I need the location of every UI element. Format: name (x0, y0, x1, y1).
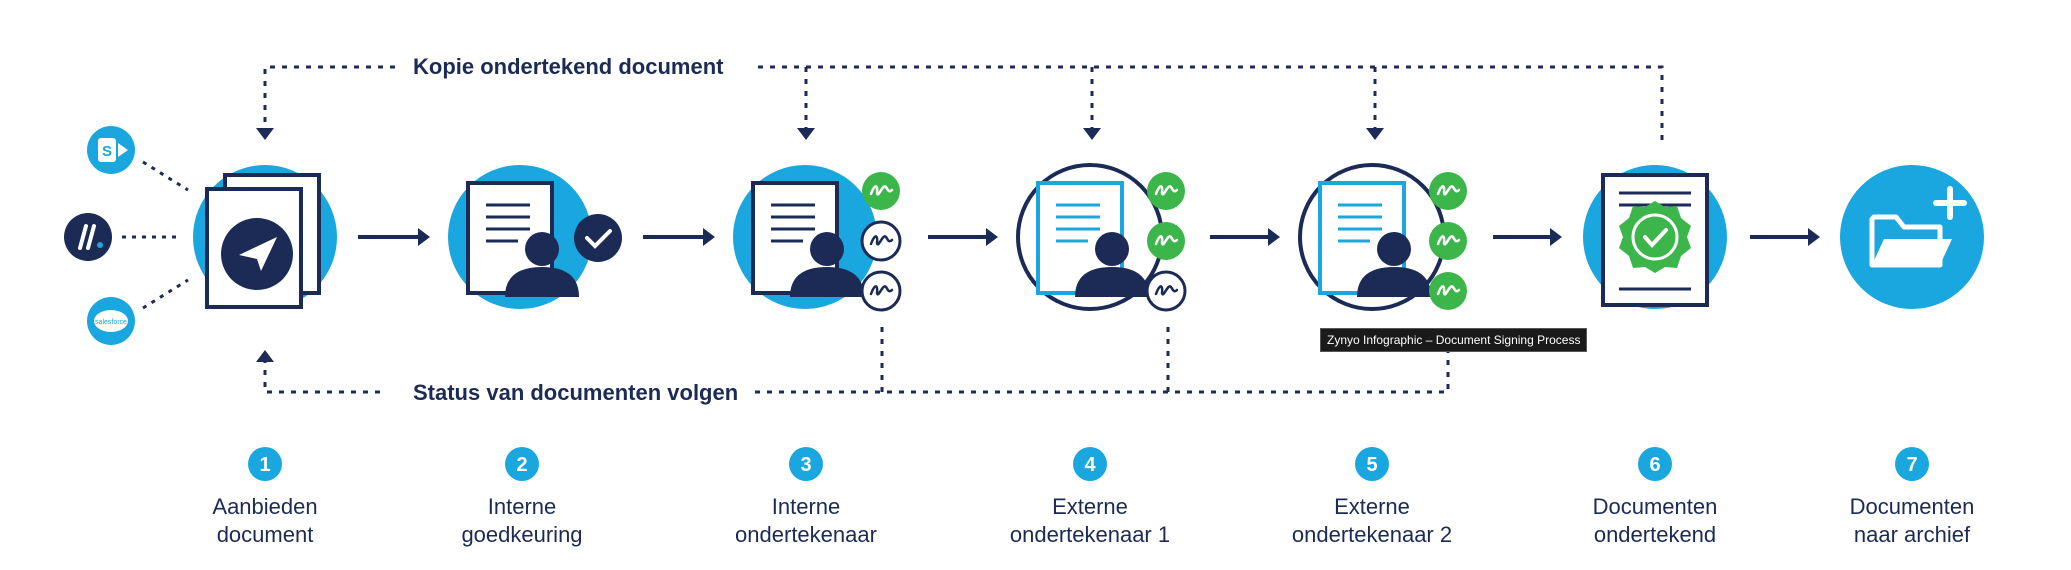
step-2-label-line2: goedkeuring (461, 522, 582, 547)
step-3-icon (733, 165, 902, 312)
step-5-label-line2: ondertekenaar 2 (1292, 522, 1452, 547)
step-1: 1 Aanbieden document (212, 447, 318, 547)
step-7-number: 7 (1906, 454, 1917, 476)
step-3-label-line1: Interne (772, 494, 841, 519)
step-7-label-line2: naar archief (1854, 522, 1971, 547)
salesforce-icon: salesforce (87, 297, 135, 345)
step-7: 7 Documenten naar archief (1850, 447, 1975, 547)
status-tracking-flow: Status van documenten volgen (256, 325, 1450, 405)
step-arrows (358, 228, 1820, 246)
copy-flow-label: Kopie ondertekend document (413, 54, 724, 79)
step-1-label-line2: document (217, 522, 314, 547)
step-7-number-badge (1895, 447, 1929, 481)
step-3-number: 3 (800, 454, 811, 476)
step-1-number-badge (248, 447, 282, 481)
sharepoint-icon: S (87, 126, 135, 174)
step-4: 4 Externe ondertekenaar 1 (1010, 447, 1170, 547)
source-integrations: S salesforce (64, 126, 189, 345)
step-6-label-line2: ondertekend (1594, 522, 1716, 547)
step-5-number-badge (1355, 447, 1389, 481)
step-4-label-line1: Externe (1052, 494, 1128, 519)
step-4-label-line2: ondertekenaar 1 (1010, 522, 1170, 547)
step-3: 3 Interne ondertekenaar (735, 447, 877, 547)
step-4-number-badge (1073, 447, 1107, 481)
step-7-icon (1840, 165, 1984, 309)
step-2-number-badge (505, 447, 539, 481)
step-1-icon (193, 165, 337, 309)
step-2-number: 2 (516, 454, 527, 476)
step-5-label-line1: Externe (1334, 494, 1410, 519)
copy-signed-document-flow: Kopie ondertekend document (256, 54, 1664, 140)
step-4-icon (1016, 163, 1187, 312)
step-5-icon (1298, 163, 1469, 312)
status-flow-label: Status van documenten volgen (413, 380, 738, 405)
step-5-number: 5 (1366, 454, 1377, 476)
step-6-label-line1: Documenten (1593, 494, 1718, 519)
step-3-label-line2: ondertekenaar (735, 522, 877, 547)
svg-text:S: S (102, 143, 112, 160)
step-2-icon (448, 165, 622, 309)
step-6-number: 6 (1649, 454, 1660, 476)
step-2: 2 Interne goedkeuring (461, 447, 583, 547)
image-tooltip: Zynyo Infographic – Document Signing Pro… (1320, 328, 1588, 352)
monday-icon (64, 213, 112, 261)
step-6: 6 Documenten ondertekend (1593, 447, 1718, 547)
step-1-label-line1: Aanbieden (212, 494, 317, 519)
step-4-number: 4 (1084, 454, 1096, 476)
step-2-label-line1: Interne (488, 494, 557, 519)
step-7-label-line1: Documenten (1850, 494, 1975, 519)
step-3-number-badge (789, 447, 823, 481)
step-6-number-badge (1638, 447, 1672, 481)
svg-text:salesforce: salesforce (95, 319, 127, 326)
step-5: 5 Externe ondertekenaar 2 (1292, 447, 1452, 547)
step-6-icon (1583, 165, 1727, 309)
step-1-number: 1 (259, 454, 270, 476)
